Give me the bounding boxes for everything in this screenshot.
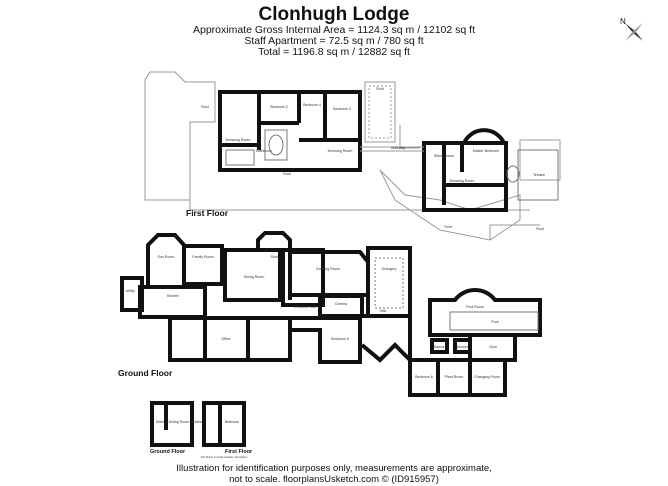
room-label: Bedroom 5 — [331, 337, 349, 341]
room-label: Roof — [536, 227, 544, 231]
room-label: Bedroom 3 — [333, 107, 351, 111]
staff-area-text: Staff Apartment = 72.5 sq m / 780 sq ft — [244, 35, 424, 47]
room-label: Terrace — [533, 173, 545, 177]
room-label: Dining Room — [244, 275, 265, 279]
room-label: Roof — [376, 87, 384, 91]
compass-icon: N — [620, 17, 643, 41]
gross-area-text: Approximate Gross Internal Area = 1124.3… — [192, 24, 475, 36]
first-floor-wing — [360, 128, 559, 212]
room-label: Hall — [380, 309, 386, 313]
room-label: Entrance Hall — [294, 305, 316, 309]
staff-first-floor-label: First Floor — [225, 449, 253, 455]
room-label: Dressing Room — [450, 179, 475, 183]
room-label: Plant Room — [445, 375, 464, 379]
disclaimer-line-1: Illustration for identification purposes… — [176, 463, 492, 474]
room-label: Family Room — [192, 255, 213, 259]
ground-floor-walls — [120, 231, 542, 397]
compass-north-label: N — [620, 17, 626, 26]
ground-floor-room-labels: Sun Room Family Room Dining Room Study D… — [126, 227, 544, 379]
first-floor-label: First Floor — [186, 208, 229, 218]
staff-ground-floor-label: Ground Floor — [150, 449, 186, 455]
room-label: Dressing Room — [226, 138, 251, 142]
room-label: Pool — [491, 320, 498, 324]
room-label: Cinema — [335, 302, 347, 306]
room-label: Sun Room — [158, 255, 175, 259]
room-label: Walkway — [391, 146, 405, 150]
room-label: Sitting / Dining Room / Kitchen — [156, 420, 205, 424]
room-label: Roof — [283, 172, 291, 176]
ground-floor-label: Ground Floor — [118, 368, 173, 378]
room-label: Bedroom — [225, 420, 240, 424]
room-label: Bedroom 2 — [270, 105, 288, 109]
room-label: Dressing Room — [328, 149, 353, 153]
room-label: Pool Room — [466, 305, 484, 309]
room-label: Shower — [456, 345, 469, 349]
room-label: Bedroom 4 — [303, 103, 321, 107]
room-label: Drawing Room — [316, 267, 340, 271]
room-label: Sauna — [434, 345, 444, 349]
room-label: Roof — [201, 105, 209, 109]
staff-location-note: (Not Shown In Actual Location / Orientat… — [201, 456, 248, 459]
total-area-text: Total = 1196.8 sq m / 12882 sq ft — [258, 46, 410, 58]
room-label: Orangery — [382, 267, 397, 271]
room-label: Sitting Room — [434, 154, 455, 158]
first-floor-main-block — [218, 90, 362, 172]
staff-apartment: Sitting / Dining Room / Kitchen Bedroom … — [150, 401, 253, 459]
room-label: Kitchen — [167, 294, 179, 298]
disclaimer-line-2: not to scale. floorplansUsketch.com © (I… — [229, 473, 439, 485]
room-label: Study — [270, 255, 279, 259]
room-label: Roof — [444, 225, 452, 229]
room-label: Bedroom 6 — [415, 375, 433, 379]
room-label: Master Bedroom — [473, 149, 500, 153]
room-label: Office — [221, 337, 230, 341]
room-label: Gym — [489, 345, 497, 349]
room-label: Utility — [126, 289, 135, 293]
room-label: Changing Room — [474, 375, 500, 379]
first-floor-room-labels: Bedroom 2 Bedroom 4 Bedroom 3 Dressing R… — [201, 87, 545, 229]
room-label: Bathroom — [256, 149, 272, 153]
disclaimer: Illustration for identification purposes… — [0, 463, 668, 485]
plan-title: Clonhugh Lodge — [258, 4, 410, 25]
